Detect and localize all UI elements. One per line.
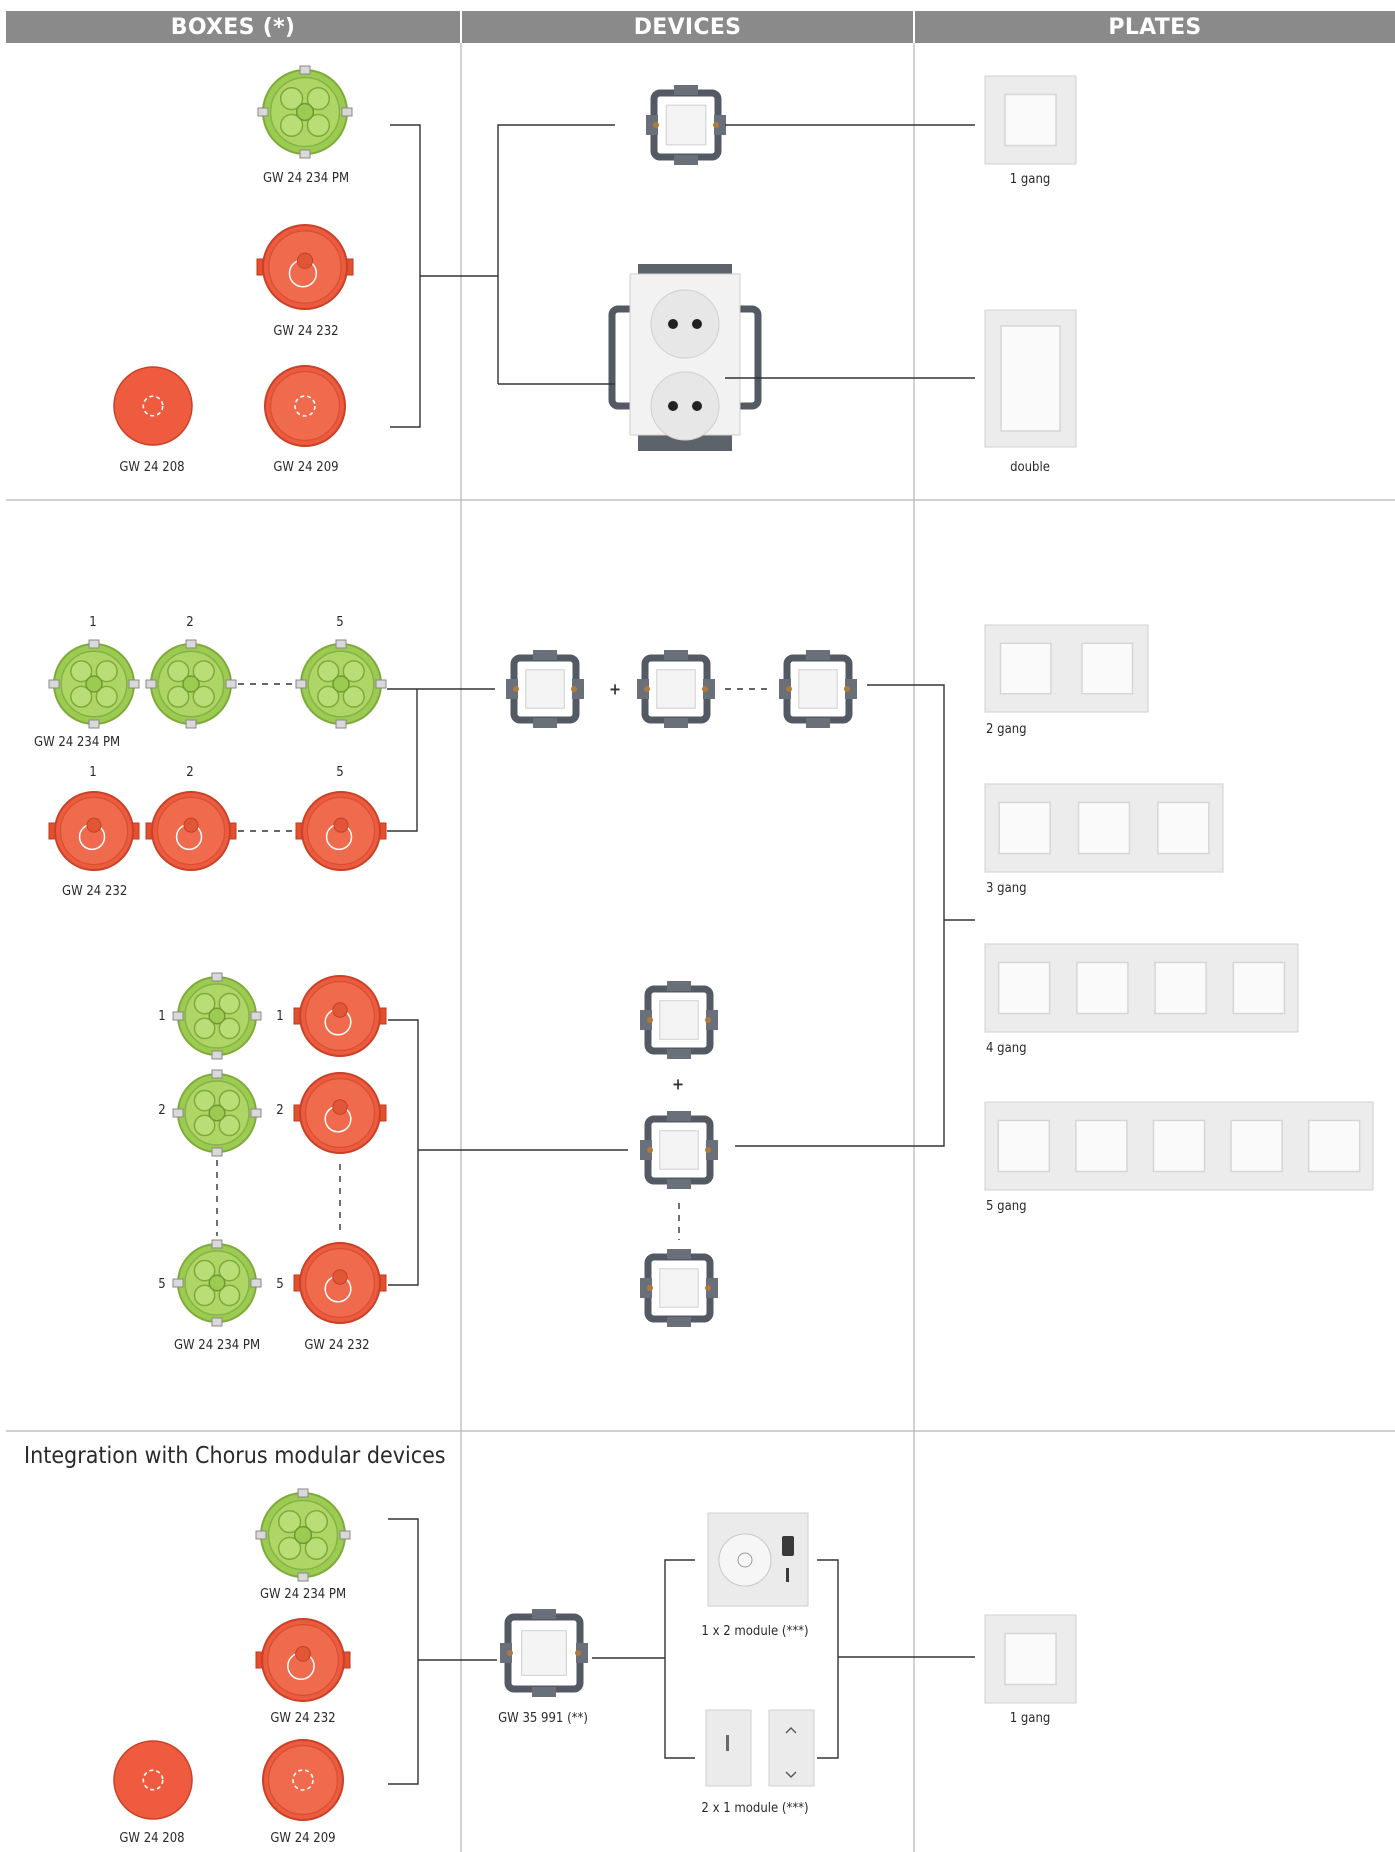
label-col-green: GW 24 234 PM: [173, 1338, 261, 1353]
s3-flat-red-box-icon: [113, 1740, 193, 1820]
double-socket-icon: [608, 264, 762, 451]
red-box-row-1-icon: [48, 791, 140, 871]
label-s3-box-red: GW 24 232: [270, 1711, 336, 1726]
switch-row-2-icon: [637, 650, 715, 728]
header-plates-label: PLATES: [1108, 14, 1202, 40]
switch-row-1-icon: [506, 650, 584, 728]
connector-line: [735, 684, 945, 1147]
num-col-red-5: 5: [276, 1277, 284, 1292]
label-plate-4gang: 4 gang: [986, 1041, 1027, 1056]
label-plate-double: double: [1010, 460, 1050, 475]
red-box-row-3-icon: [295, 791, 387, 871]
red-col-5-icon: [293, 1242, 387, 1324]
connector-line: [497, 124, 615, 384]
connector-line: [817, 1559, 839, 1759]
green-box-row-2-icon: [145, 639, 237, 729]
module-2-icon: [768, 1709, 815, 1787]
header-devices-label: DEVICES: [633, 14, 742, 40]
green-box-icon: [257, 65, 353, 159]
switch-col-1-icon: [640, 981, 718, 1059]
s3-red-box-icon: [262, 1739, 344, 1821]
plate-3gang-icon: [984, 783, 1224, 873]
num-row-red-5: 5: [336, 765, 344, 780]
label-row-red: GW 24 232: [62, 884, 128, 899]
label-s3-box-209: GW 24 209: [270, 1831, 336, 1846]
num-col-green-2: 2: [158, 1103, 166, 1118]
label-s3-box-208: GW 24 208: [119, 1831, 185, 1846]
s3-red-box-icon: [255, 1618, 351, 1702]
num-col-red-2: 2: [276, 1103, 284, 1118]
header-plates: PLATES: [915, 11, 1395, 43]
switch-row-3-icon: [779, 650, 857, 728]
header-boxes-label: BOXES (*): [170, 14, 296, 40]
red-col-2-icon: [293, 1072, 387, 1154]
num-col-red-1: 1: [276, 1009, 284, 1024]
label-row-green: GW 24 234 PM: [34, 735, 121, 750]
module-1-icon: [705, 1709, 752, 1787]
plus-col: +: [671, 1074, 685, 1094]
switch-col-3-icon: [640, 1249, 718, 1327]
num-row-green-1: 1: [89, 615, 97, 630]
switch-device-icon: [646, 85, 726, 165]
connector-line: [664, 1559, 695, 1759]
label-box-208: GW 24 208: [119, 460, 185, 475]
label-plate-5gang: 5 gang: [986, 1199, 1027, 1214]
connector-line: [388, 1019, 419, 1286]
switch-col-2-icon: [640, 1111, 718, 1189]
plate-4gang-icon: [984, 943, 1299, 1033]
plate-2gang-icon: [984, 624, 1149, 713]
red-box-row-2-icon: [145, 791, 237, 871]
flat-red-box-icon: [113, 366, 193, 446]
red-box-icon: [256, 224, 354, 310]
double-plate-icon: [984, 309, 1077, 448]
green-box-row-3-icon: [295, 639, 387, 729]
header-devices: DEVICES: [462, 11, 913, 43]
num-row-red-2: 2: [186, 765, 194, 780]
plate-1gang-icon: [984, 75, 1077, 165]
section-title-chorus: Integration with Chorus modular devices: [24, 1443, 446, 1469]
label-plate-3gang: 3 gang: [986, 881, 1027, 896]
label-module-1x2: 1 x 2 module (***): [701, 1624, 809, 1639]
label-box-209: GW 24 209: [273, 460, 339, 475]
num-row-green-2: 2: [186, 615, 194, 630]
num-row-red-1: 1: [89, 765, 97, 780]
s3-green-box-icon: [255, 1488, 351, 1582]
label-s3-plate-1gang: 1 gang: [1009, 1711, 1051, 1726]
label-col-red: GW 24 232: [304, 1338, 370, 1353]
label-adapter: GW 35 991 (**): [498, 1711, 588, 1726]
num-col-green-1: 1: [158, 1009, 166, 1024]
label-box-green: GW 24 234 PM: [262, 171, 350, 186]
label-s3-box-green: GW 24 234 PM: [259, 1587, 347, 1602]
label-plate-2gang: 2 gang: [986, 722, 1027, 737]
green-col-5-icon: [172, 1239, 262, 1327]
num-row-green-5: 5: [336, 615, 344, 630]
label-plate-1gang: 1 gang: [1009, 172, 1051, 187]
connector-line: [388, 1518, 419, 1785]
label-box-red: GW 24 232: [273, 324, 339, 339]
header-boxes: BOXES (*): [6, 11, 460, 43]
plate-5gang-icon: [984, 1101, 1374, 1191]
red-box-icon: [264, 365, 346, 447]
connector-line: [390, 124, 421, 428]
label-module-2x1: 2 x 1 module (***): [701, 1801, 809, 1816]
green-box-row-1-icon: [48, 639, 140, 729]
plus-row: +: [608, 679, 622, 699]
green-col-1-icon: [172, 972, 262, 1060]
red-col-1-icon: [293, 975, 387, 1057]
num-col-green-5: 5: [158, 1277, 166, 1292]
connector-line: [387, 689, 418, 832]
green-col-2-icon: [172, 1069, 262, 1157]
adapter-frame-icon: [500, 1609, 588, 1697]
s3-plate-1gang-icon: [984, 1614, 1077, 1704]
thermostat-module-icon: [707, 1512, 809, 1607]
